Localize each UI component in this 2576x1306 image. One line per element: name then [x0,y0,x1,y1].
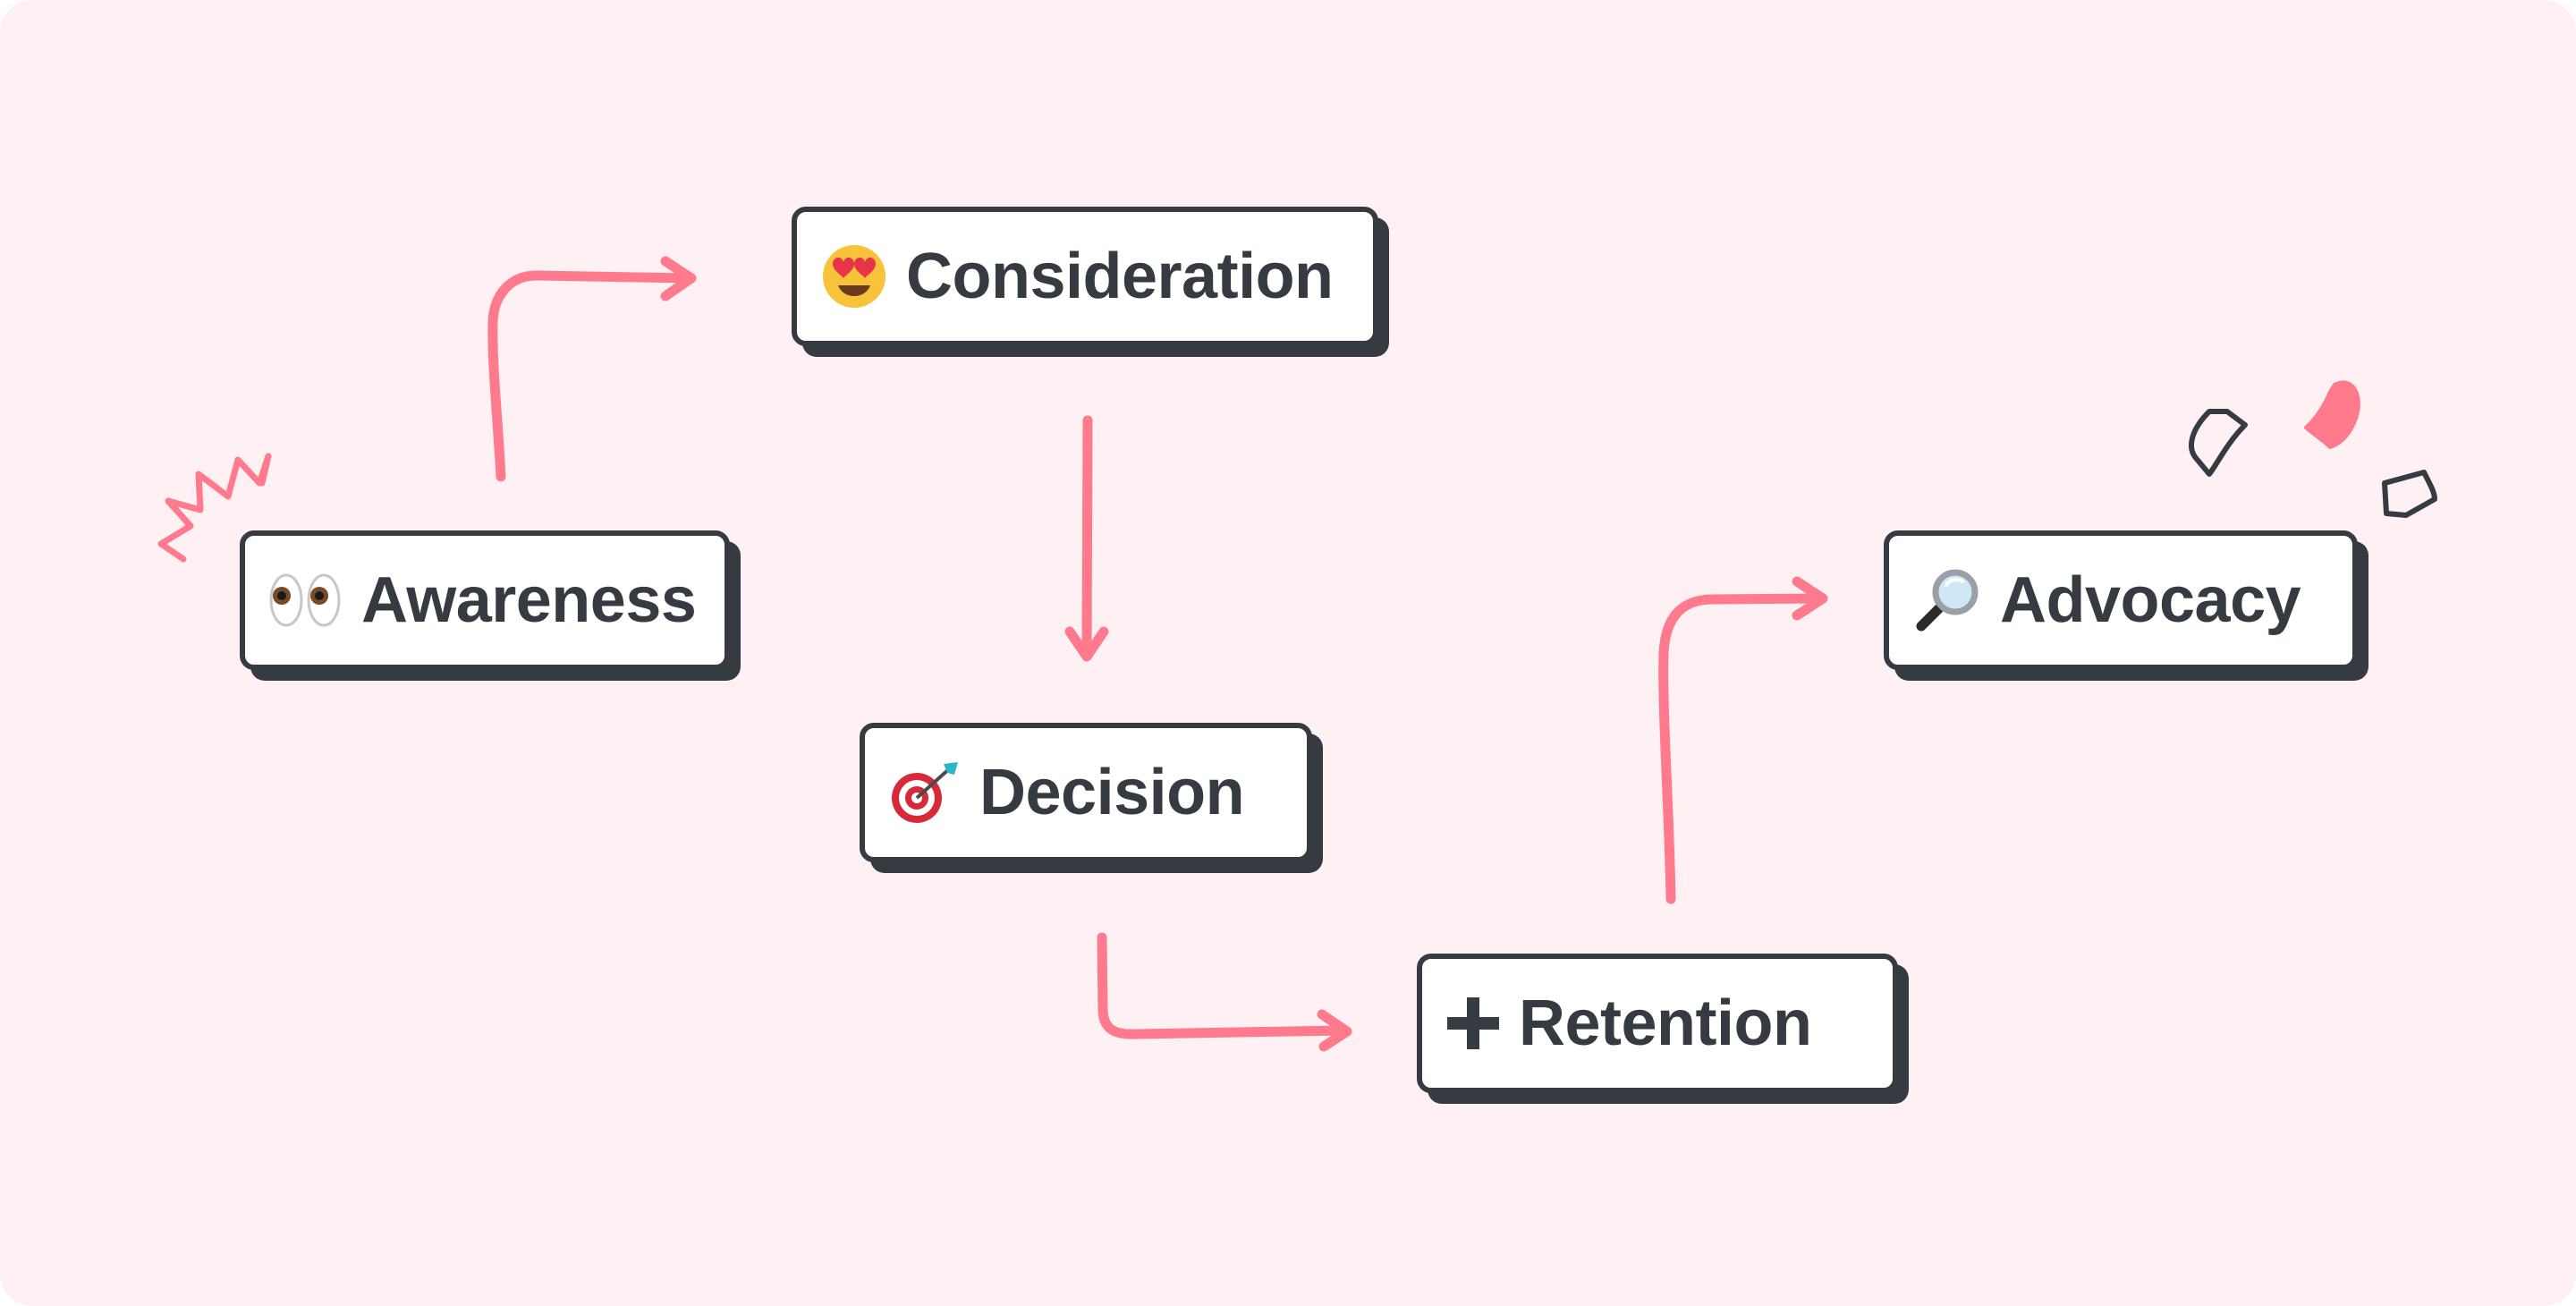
confetti-decoration [2189,380,2437,518]
arrowhead-consideration-to-decision [1064,626,1109,662]
stage-consideration: Consideration [792,207,1378,346]
eyes-icon [268,569,343,632]
magnifying-glass-icon [1912,565,1982,635]
arrowhead-retention-to-advocacy [1792,576,1828,621]
stage-retention: Retention [1417,954,1898,1093]
stage-label-advocacy: Advocacy [2000,564,2301,636]
stage-label-consideration: Consideration [906,241,1334,312]
stage-label-decision: Decision [979,757,1245,828]
stage-awareness: Awareness [240,530,730,670]
bullseye-dart-icon [888,759,962,827]
arrowhead-decision-to-retention [1317,1009,1352,1052]
arrow-decision-to-retention [1097,932,1349,1039]
arrow-consideration-to-decision [1081,415,1093,660]
stage-label-retention: Retention [1519,988,1812,1059]
stage-label-awareness: Awareness [361,564,697,636]
arrow-retention-to-advocacy [1658,593,1826,904]
heart-eyes-face-icon [820,242,888,310]
stage-decision: Decision [860,723,1312,862]
plus-icon [1445,996,1501,1051]
arrow-awareness-to-consideration [487,270,694,482]
stage-advocacy: Advocacy [1884,530,2358,670]
arrowhead-awareness-to-consideration [660,256,697,301]
zigzag-sparkle-decoration [157,453,272,563]
